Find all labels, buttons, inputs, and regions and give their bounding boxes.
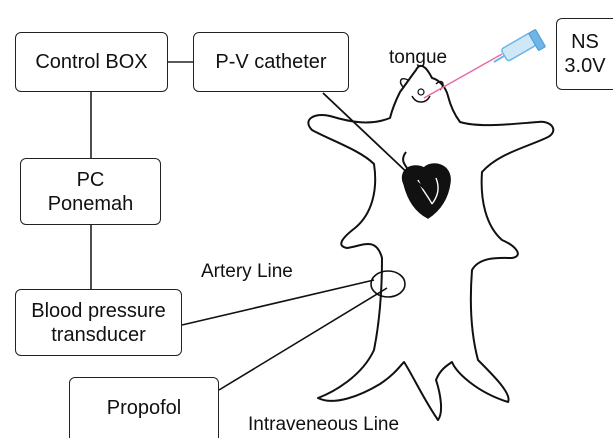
intravenous-line-label: Intraveneous Line bbox=[248, 414, 399, 436]
control-box: Control BOX bbox=[15, 32, 168, 92]
artery-line-label: Artery Line bbox=[201, 261, 293, 283]
blood-pressure-transducer-box: Blood pressure transducer bbox=[15, 289, 182, 356]
control-box-label: Control BOX bbox=[35, 50, 147, 74]
pv-catheter-line bbox=[323, 93, 432, 196]
tongue-label: tongue bbox=[389, 47, 447, 69]
pv-catheter-box: P-V catheter bbox=[193, 32, 349, 92]
ns-label: NS bbox=[571, 30, 599, 54]
rat-body-outline bbox=[308, 66, 553, 420]
voltage-label: 3.0V bbox=[564, 54, 605, 78]
transducer-label: transducer bbox=[51, 323, 146, 347]
propofol-box: Propofol bbox=[69, 377, 219, 438]
artery-site-circle bbox=[371, 271, 405, 297]
artery-line bbox=[182, 280, 374, 325]
ns-box: NS 3.0V bbox=[556, 18, 613, 90]
syringe-icon bbox=[494, 29, 545, 62]
pc-ponemah-box: PC Ponemah bbox=[20, 158, 161, 225]
pc-label: PC bbox=[77, 168, 105, 192]
propofol-label: Propofol bbox=[107, 396, 182, 420]
intravenous-line bbox=[219, 288, 387, 390]
pv-catheter-label: P-V catheter bbox=[215, 50, 326, 74]
blood-pressure-label: Blood pressure bbox=[31, 299, 166, 323]
ponemah-label: Ponemah bbox=[48, 192, 134, 216]
rat-nose bbox=[418, 89, 424, 95]
